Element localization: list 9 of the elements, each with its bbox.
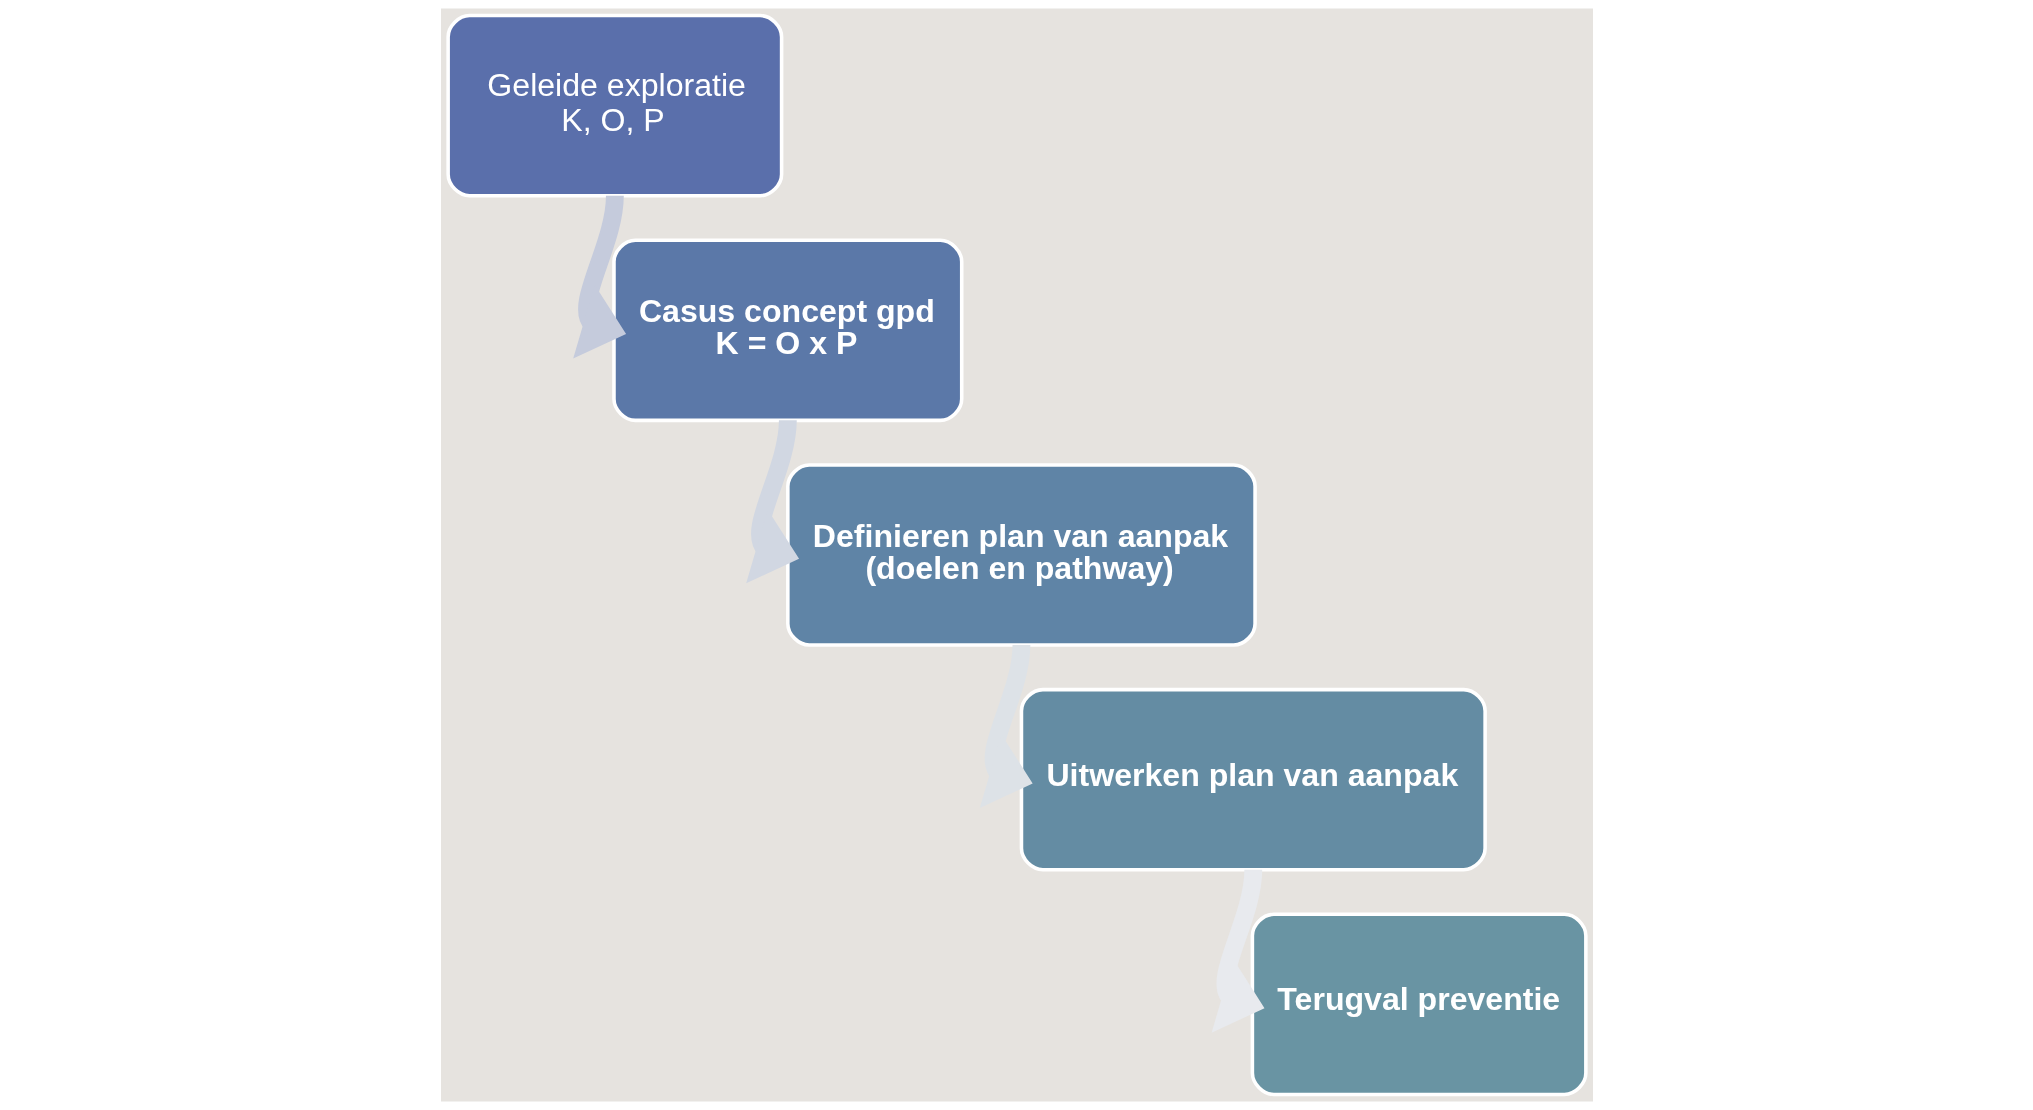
node-box: Uitwerken plan van aanpak	[1019, 687, 1487, 872]
node-box: Casus concept gpd K = O x P	[611, 238, 963, 423]
arrow	[1211, 869, 1264, 1033]
node-box: Definieren plan van aanpak (doelen en pathway)	[785, 463, 1257, 647]
arrow	[745, 419, 799, 584]
arrow	[572, 195, 626, 359]
node-box: Geleide exploratie K, O, P	[445, 13, 783, 198]
node-box: Terugval preventie	[1250, 912, 1588, 1097]
arrow	[979, 644, 1033, 808]
